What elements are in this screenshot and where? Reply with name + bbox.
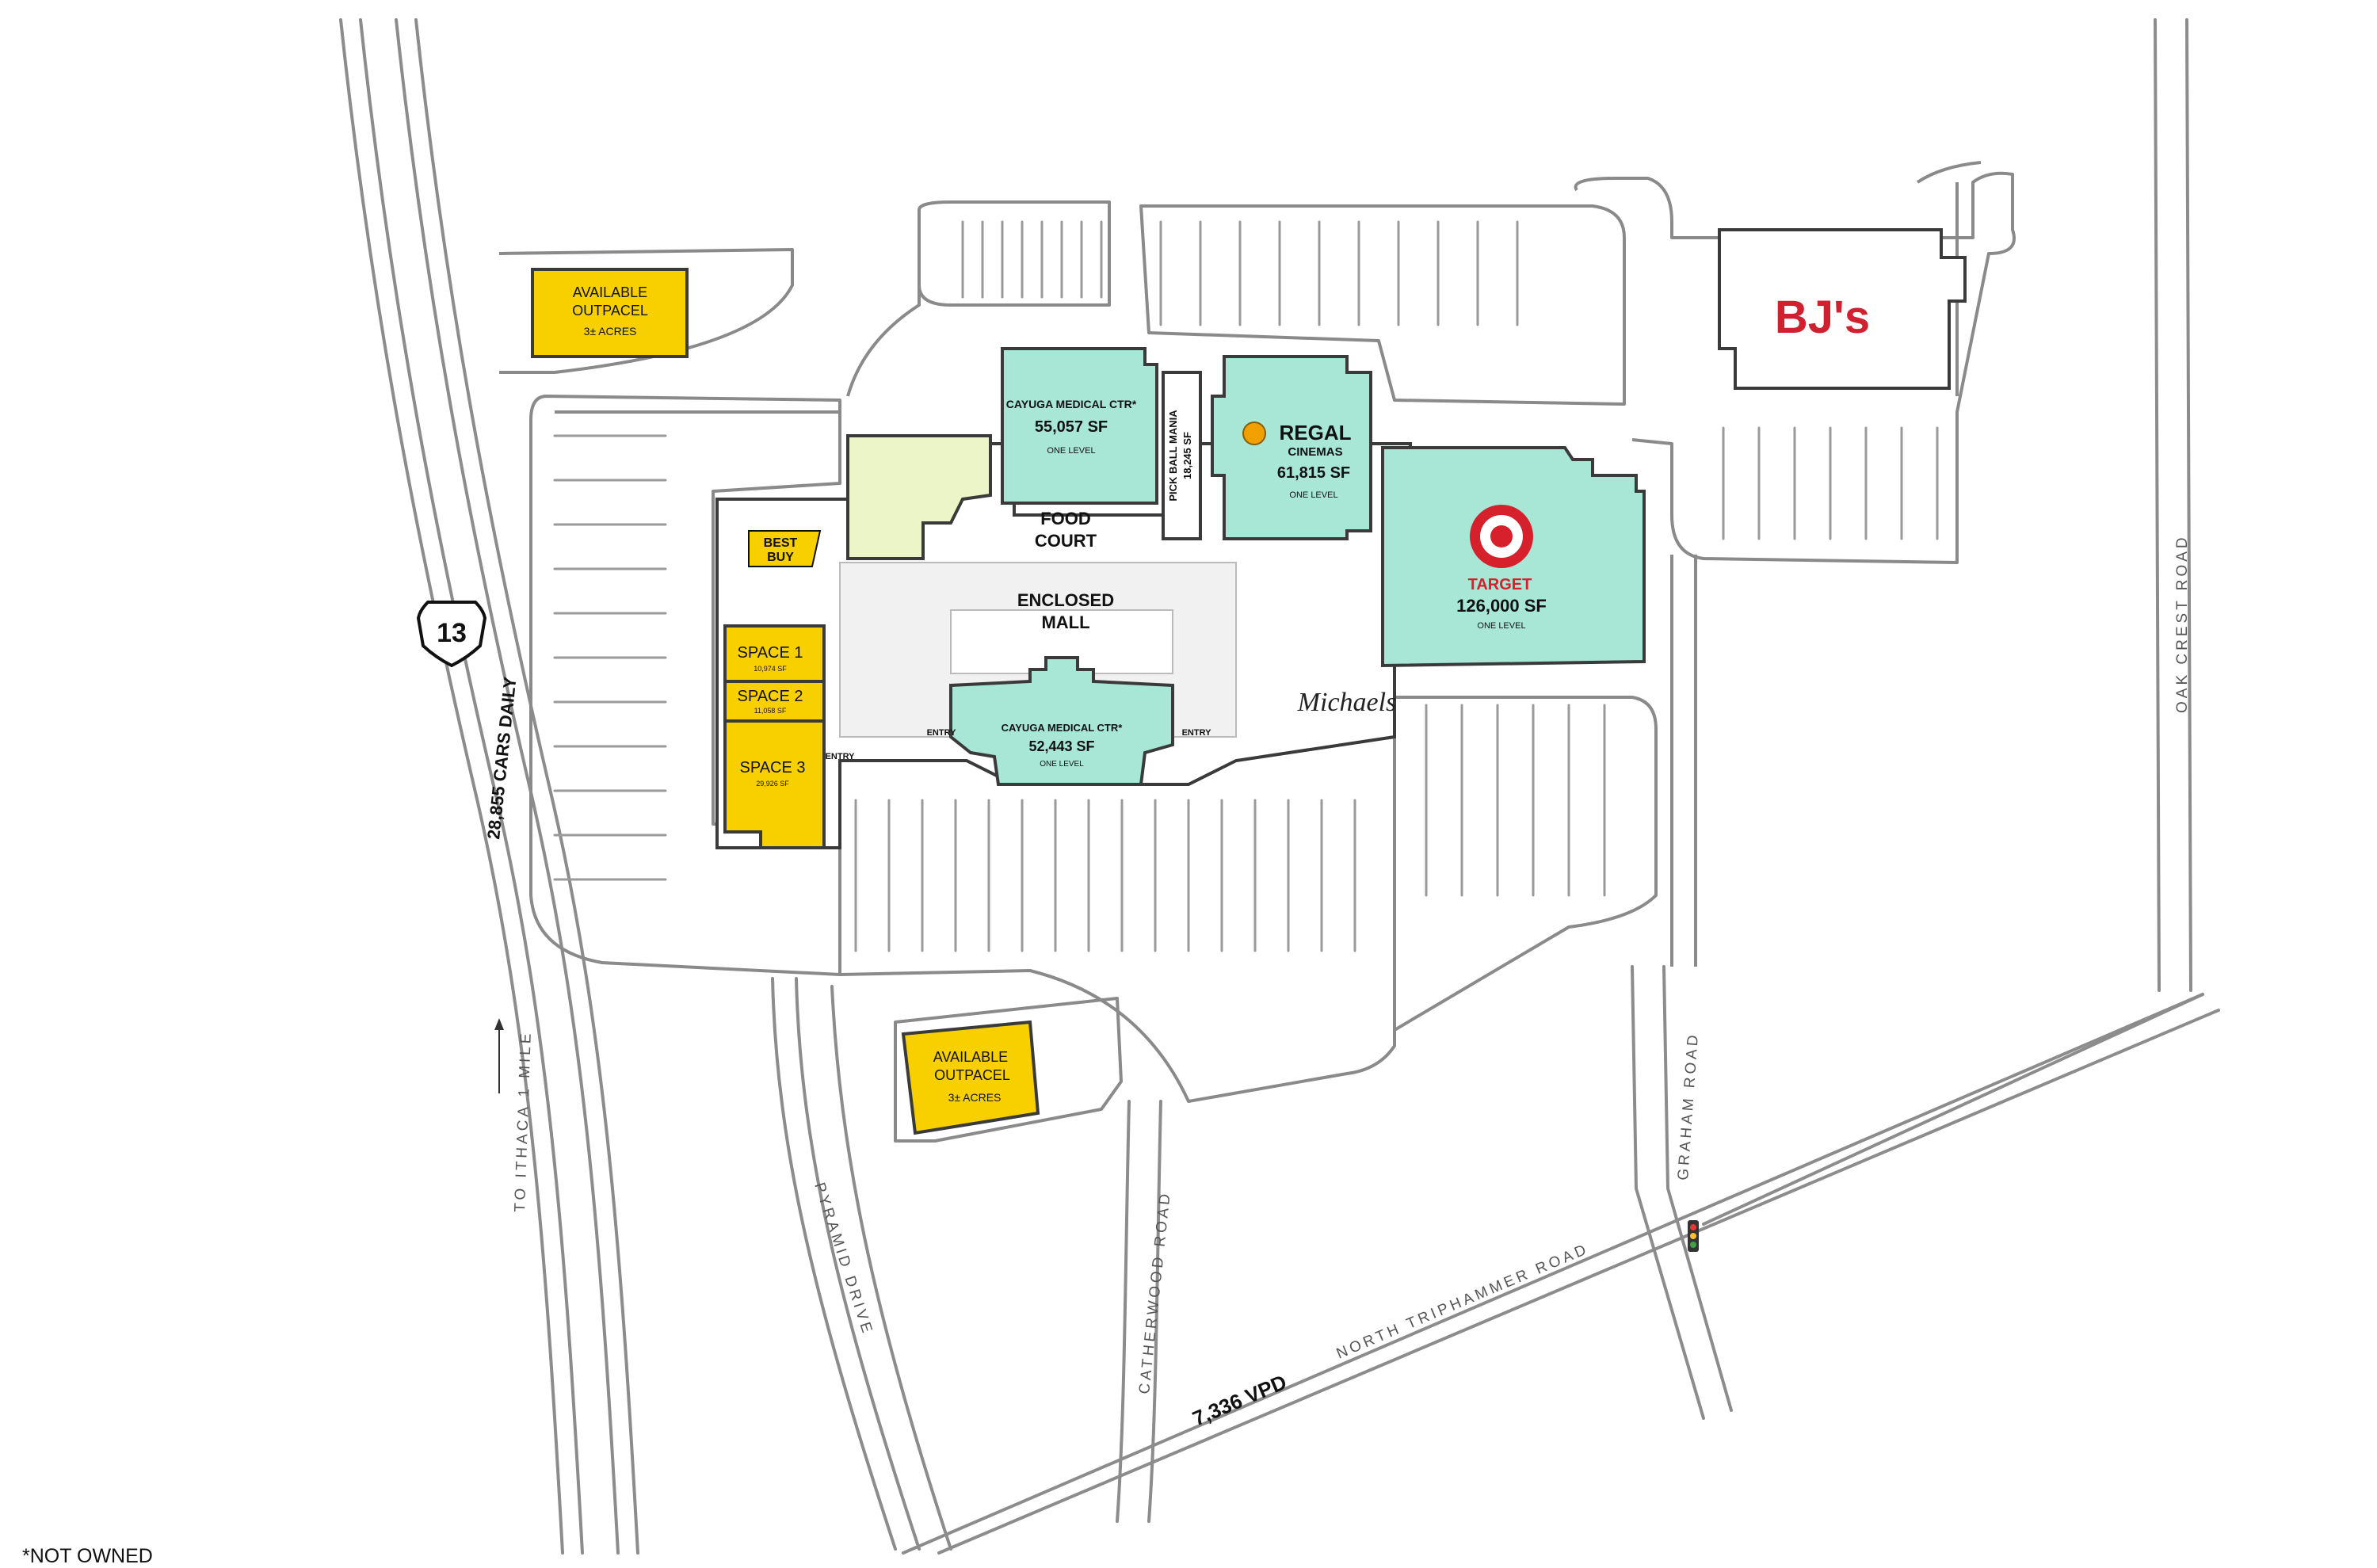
available-spaces: SPACE 1 10,974 SF SPACE 2 11,058 SF SPAC… xyxy=(723,624,826,849)
bjs: BJ's xyxy=(1718,228,1967,390)
food-court-line2: COURT xyxy=(1035,531,1097,551)
outparcel-s-line1: AVAILABLE xyxy=(933,1049,1008,1065)
route13-traffic: 28,855 CARS DAILY xyxy=(483,676,520,841)
regal-cinemas: REGAL CINEMAS 61,815 SF ONE LEVEL xyxy=(1211,355,1372,540)
target: TARGET 126,000 SF ONE LEVEL xyxy=(1381,446,1646,668)
regal-logo-icon xyxy=(1242,422,1266,445)
cayuga-north-name: CAYUGA MEDICAL CTR* xyxy=(1006,398,1137,410)
bestbuy-logo-icon xyxy=(748,530,822,567)
catherwood-road-label: CATHERWOOD ROAD xyxy=(1136,1190,1174,1395)
graham-road-label: GRAHAM ROAD xyxy=(1675,1032,1702,1181)
michaels-logo: Michaels xyxy=(1297,688,1397,717)
cayuga-north-levels: ONE LEVEL xyxy=(1047,446,1095,456)
outparcel-nw-acres: 3± ACRES xyxy=(584,325,637,338)
target-area: 126,000 SF xyxy=(1456,596,1547,616)
space-3-area: 29,926 SF xyxy=(756,780,789,788)
cayuga-medical-south: CAYUGA MEDICAL CTR* 52,443 SF ONE LEVEL xyxy=(949,656,1174,786)
enclosed-mall-line2: MALL xyxy=(1041,612,1089,632)
not-owned-note: *NOT OWNED xyxy=(22,1545,153,1567)
route-number: 13 xyxy=(437,618,467,648)
space-2-area: 11,058 SF xyxy=(754,707,787,715)
entry-space3: ENTRY xyxy=(826,752,856,761)
route-13-shield-icon: 13 xyxy=(416,601,487,668)
outparcel-nw: AVAILABLE OUTPACEL 3± ACRES xyxy=(531,268,689,358)
cayuga-south-area: 52,443 SF xyxy=(1028,738,1094,754)
regal-logo-line1: REGAL xyxy=(1280,421,1352,444)
traffic-light-icon xyxy=(1688,1220,1699,1252)
pickball-name: PICK BALL MANIA xyxy=(1167,410,1179,502)
enclosed-mall-line1: ENCLOSED xyxy=(1017,590,1114,610)
target-name: TARGET xyxy=(1468,576,1532,593)
food-court-line1: FOOD xyxy=(1040,509,1091,528)
bjs-logo: BJ's xyxy=(1775,292,1870,343)
space-2-name: SPACE 2 xyxy=(738,688,803,705)
cayuga-south-name: CAYUGA MEDICAL CTR* xyxy=(1002,722,1124,734)
mall-labels: FOOD COURT ENCLOSED MALL ENTRY ENTRY ENT… xyxy=(826,509,1212,761)
regal-levels: ONE LEVEL xyxy=(1289,490,1337,500)
outparcel-s-line2: OUTPACEL xyxy=(934,1067,1010,1083)
parking-lots xyxy=(498,161,2016,1143)
outparcel-nw-line2: OUTPACEL xyxy=(572,303,648,319)
oak-crest-road-label: OAK CREST ROAD xyxy=(2174,534,2191,713)
parking-stalls xyxy=(553,220,1939,952)
triphammer-vpd: 7,336 VPD xyxy=(1189,1370,1290,1431)
ithaca-label: TO ITHACA 1 MILE xyxy=(512,1030,535,1212)
space-1-name: SPACE 1 xyxy=(738,644,803,662)
bestbuy-line2: BUY xyxy=(767,551,794,564)
space-1 xyxy=(723,624,826,683)
space-1-area: 10,974 SF xyxy=(754,665,787,673)
outparcel-s-acres: 3± ACRES xyxy=(948,1091,1002,1104)
target-levels: ONE LEVEL xyxy=(1477,621,1525,631)
outparcel-nw-line1: AVAILABLE xyxy=(573,284,647,300)
entry-west: ENTRY xyxy=(927,728,957,738)
unlabeled-space xyxy=(846,434,992,560)
space-3 xyxy=(723,719,826,849)
bestbuy-line1: BEST xyxy=(764,536,798,550)
outparcel-s: AVAILABLE OUTPACEL 3± ACRES xyxy=(901,1020,1040,1135)
pick-ball-mania: PICK BALL MANIA 18,245 SF xyxy=(1162,371,1202,540)
cayuga-north-area: 55,057 SF xyxy=(1035,418,1108,436)
pickball-area: 18,245 SF xyxy=(1181,432,1193,479)
best-buy: BEST BUY xyxy=(748,530,822,567)
entry-east: ENTRY xyxy=(1182,728,1212,738)
road-network xyxy=(339,18,2220,1555)
cayuga-south-levels: ONE LEVEL xyxy=(1040,760,1084,769)
regal-logo-line2: CINEMAS xyxy=(1288,445,1342,459)
regal-area: 61,815 SF xyxy=(1277,464,1350,482)
pyramid-drive-label: PYRAMID DRIVE xyxy=(811,1181,876,1338)
cayuga-medical-north: CAYUGA MEDICAL CTR* 55,057 SF ONE LEVEL xyxy=(1001,347,1158,505)
space-3-name: SPACE 3 xyxy=(740,759,806,776)
north-triphammer-label: NORTH TRIPHAMMER ROAD xyxy=(1334,1241,1592,1363)
